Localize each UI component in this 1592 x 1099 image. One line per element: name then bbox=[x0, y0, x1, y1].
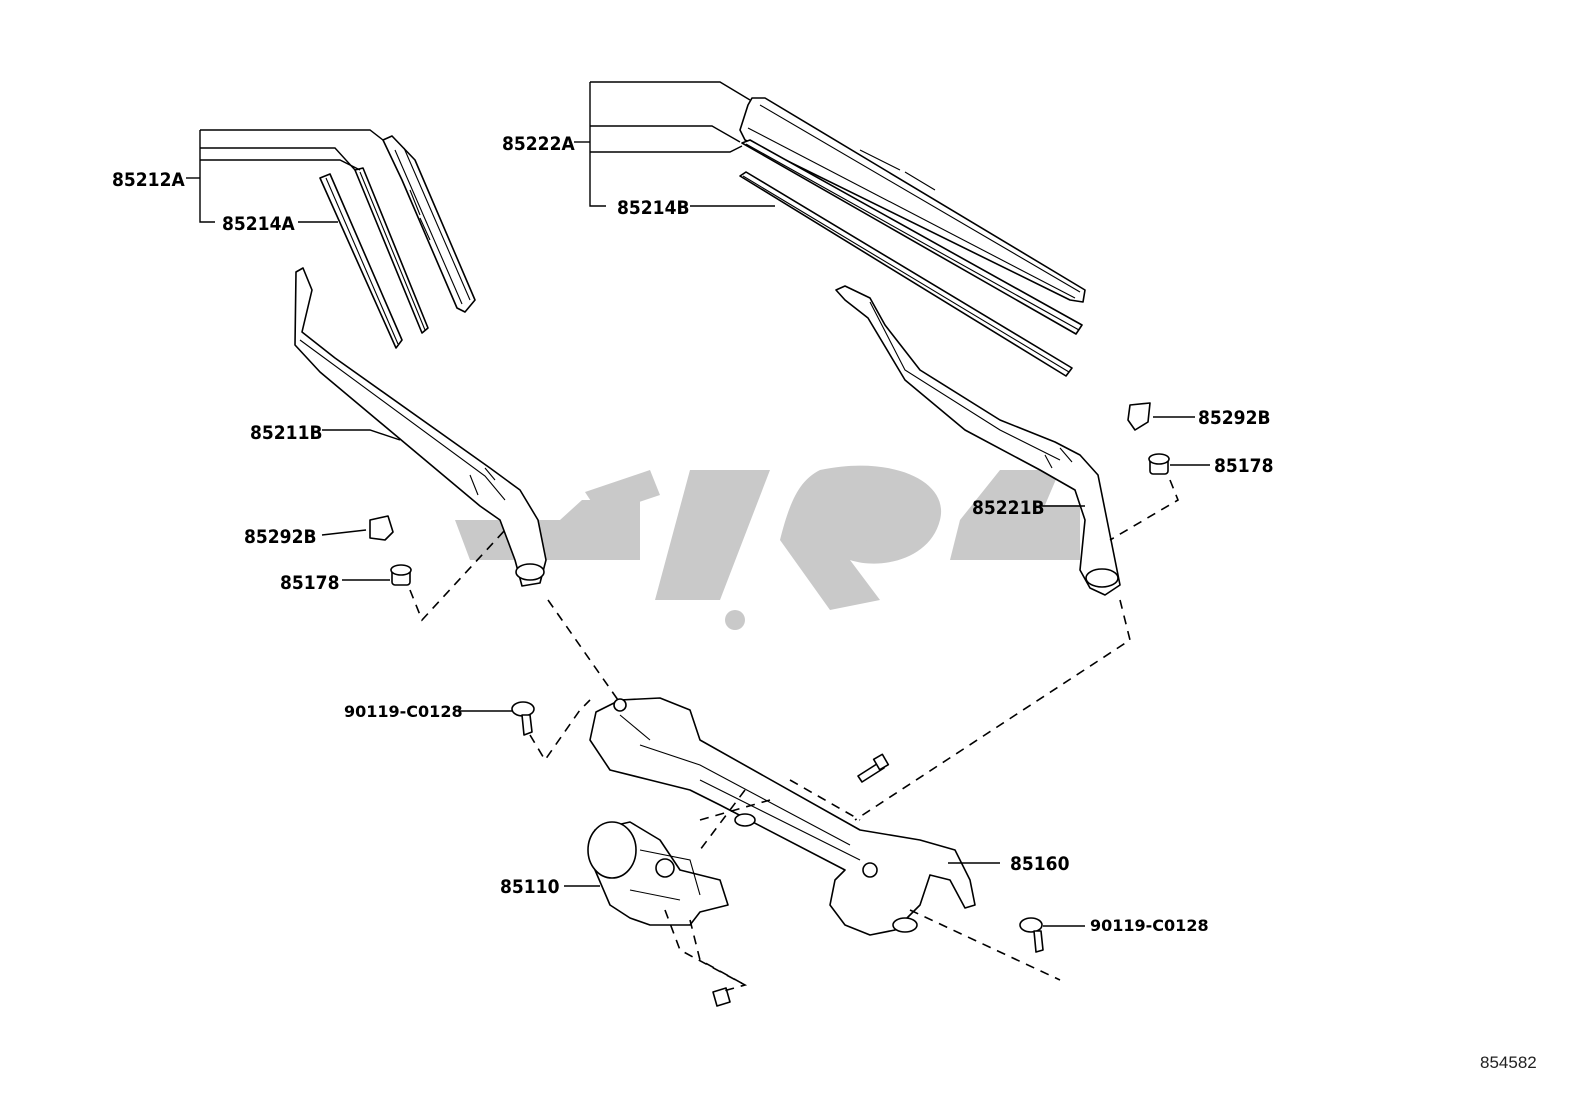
label-90119-C0128-left: 90119-C0128 bbox=[344, 702, 463, 721]
label-85211B: 85211B bbox=[250, 422, 323, 444]
wiper-motor bbox=[564, 821, 729, 926]
left-wiper-refill bbox=[319, 173, 403, 349]
label-85292B-left: 85292B bbox=[244, 526, 317, 548]
assembly-dashed-lines bbox=[409, 479, 1179, 993]
motor-bushing bbox=[712, 987, 731, 1007]
watermark-logo bbox=[455, 465, 1080, 630]
right-arm-nut bbox=[1148, 453, 1210, 475]
right-arm-cap bbox=[1127, 402, 1195, 431]
label-85160: 85160 bbox=[1010, 853, 1070, 875]
diagram-reference-number: 854582 bbox=[1480, 1053, 1537, 1072]
label-85178-left: 85178 bbox=[280, 572, 339, 594]
left-wiper-arm bbox=[294, 267, 547, 587]
label-85212A: 85212A bbox=[112, 169, 185, 191]
label-85221B: 85221B bbox=[972, 497, 1045, 519]
label-85214B: 85214B bbox=[617, 197, 690, 219]
wiper-link-assembly bbox=[589, 697, 1000, 936]
left-blade-leaders bbox=[186, 129, 384, 223]
label-85214A: 85214A bbox=[222, 213, 295, 235]
left-wiper-blade bbox=[354, 135, 476, 334]
label-85222A: 85222A bbox=[502, 133, 575, 155]
right-blade-leaders bbox=[574, 81, 775, 207]
label-85292B-right: 85292B bbox=[1198, 407, 1271, 429]
left-arm-cap bbox=[321, 515, 394, 541]
right-bolt bbox=[1019, 917, 1085, 953]
center-bolt bbox=[857, 753, 890, 783]
part-labels: 85212A 85214A 85222A 85214B 85211B 85292… bbox=[112, 133, 1273, 935]
right-wiper-refill bbox=[739, 171, 1073, 377]
label-85178-right: 85178 bbox=[1214, 455, 1273, 477]
right-wiper-arm bbox=[835, 285, 1121, 596]
label-90119-C0128-right: 90119-C0128 bbox=[1090, 916, 1209, 935]
left-bolt bbox=[458, 701, 535, 736]
right-wiper-blade bbox=[739, 97, 1086, 335]
label-85110: 85110 bbox=[500, 876, 560, 898]
left-arm-nut bbox=[342, 564, 412, 586]
